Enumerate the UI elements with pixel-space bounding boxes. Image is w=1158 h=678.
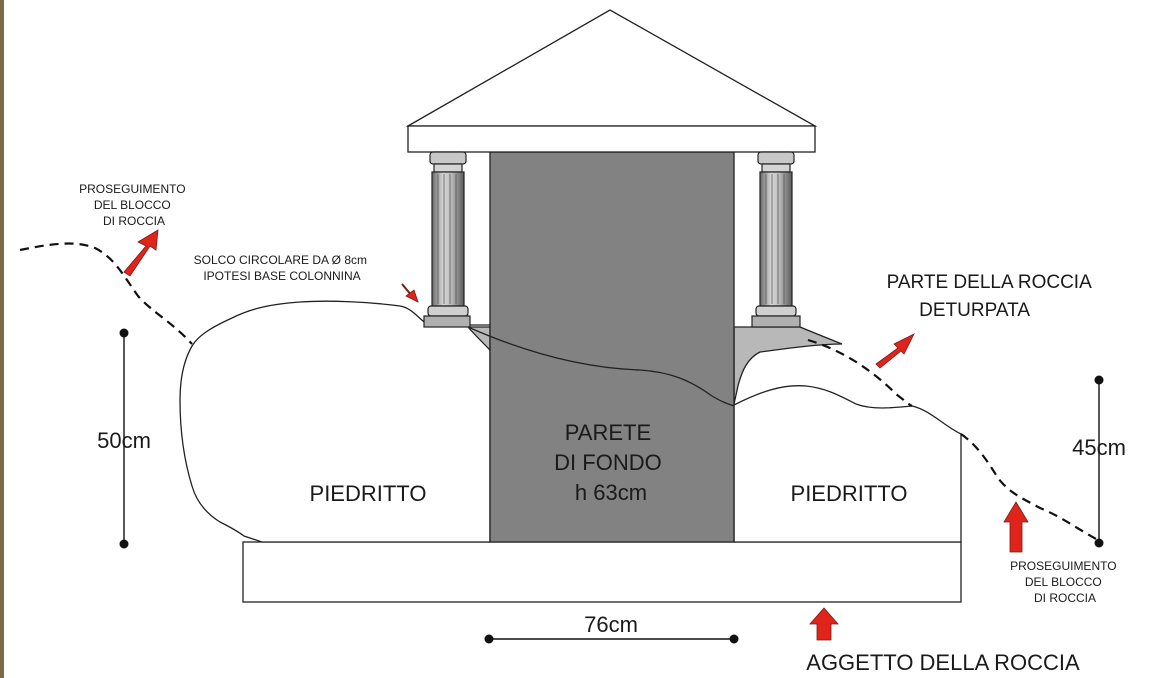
dimension-bottom-label: 76cm [584, 612, 638, 637]
entablature [407, 125, 816, 153]
arrow-rock-continuation-right [1003, 501, 1029, 553]
dimension-bottom [484, 634, 739, 644]
arrow-rock-continuation-left [123, 229, 159, 277]
arrow-damaged-rock [875, 333, 915, 369]
circular-groove-label: SOLCO CIRCOLARE DA Ø 8cm IPOTESI BASE CO… [194, 253, 371, 283]
jamb-right-label: PIEDRITTO [791, 481, 908, 506]
rock-overhang-slab [242, 541, 962, 603]
jamb-left-label: PIEDRITTO [310, 481, 427, 506]
rock-continuation-right-line [807, 338, 1099, 541]
right-column [751, 151, 801, 328]
rock-overhang-label: AGGETTO DELLA ROCCIA [806, 650, 1080, 675]
photo-edge-strip [0, 0, 4, 678]
arrow-rock-overhang [809, 607, 839, 641]
damaged-rock-area [733, 326, 843, 405]
left-column [423, 151, 471, 328]
arrow-circular-groove [401, 283, 419, 303]
dimension-left [119, 328, 129, 549]
dimension-right-label: 45cm [1072, 435, 1126, 460]
dimension-left-label: 50cm [97, 428, 151, 453]
rock-continuation-left-label: PROSEGUIMENTO DEL BLOCCO DI ROCCIA [79, 182, 189, 228]
rock-continuation-left-line [19, 242, 193, 345]
back-wall-rock-line [467, 326, 735, 407]
pediment [405, 9, 818, 127]
rock-continuation-right-label: PROSEGUIMENTO DEL BLOCCO DI ROCCIA [1010, 559, 1120, 605]
back-wall-label: PARETE DI FONDO h 63cm [554, 420, 668, 505]
left-jamb-outline [179, 300, 491, 543]
right-jamb-outline [733, 385, 962, 543]
damaged-rock-label: PARTE DELLA ROCCIA DETURPATA [887, 272, 1096, 321]
dimension-right [1094, 375, 1104, 548]
